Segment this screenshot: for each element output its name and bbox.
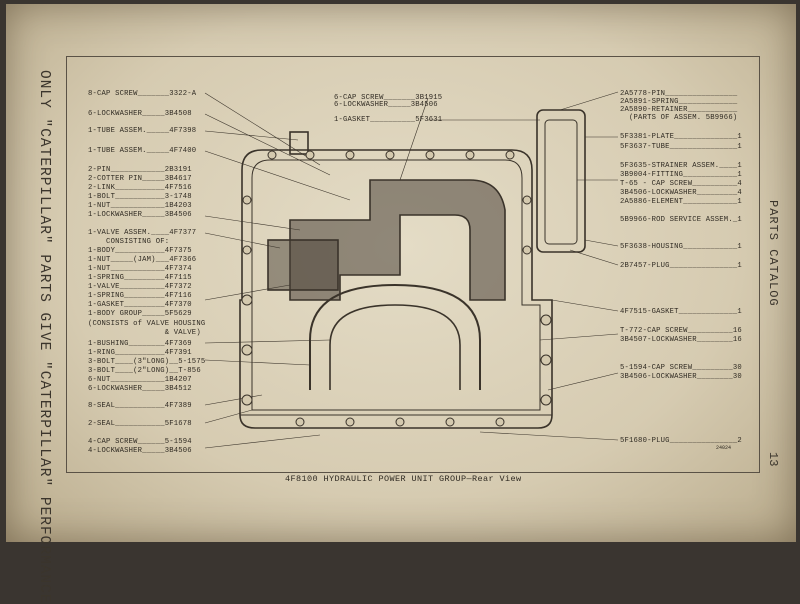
part-label: 1-SPRING_________4F7116 bbox=[88, 292, 192, 300]
part-label: CONSISTING OF: bbox=[88, 238, 170, 246]
part-label: 2-SEAL___________5F1678 bbox=[88, 420, 192, 428]
part-label: 4F7515-GASKET_____________1 bbox=[620, 308, 742, 316]
part-label: 3B4506-LOCKWASHER_________4 bbox=[620, 189, 742, 197]
part-label: 3B9004-FITTING____________1 bbox=[620, 171, 742, 179]
part-label: 1-BODY GROUP_____5F5629 bbox=[88, 310, 192, 318]
catalog-page bbox=[6, 4, 796, 542]
part-label: (PARTS OF ASSEM. 5B9966) bbox=[620, 114, 738, 122]
part-label: 1-BODY___________4F7375 bbox=[88, 247, 192, 255]
part-label: 4-CAP SCREW______5-1594 bbox=[88, 438, 192, 446]
hydraulic-unit-drawing bbox=[241, 109, 586, 427]
part-label: 1-VALVE ASSEM.____4F7377 bbox=[88, 229, 197, 237]
part-label: 1-BUSHING________4F7369 bbox=[88, 340, 192, 348]
part-label: 2-COTTER PIN_____3B4617 bbox=[88, 175, 192, 183]
part-label: 2B7457-PLUG_______________1 bbox=[620, 262, 742, 270]
part-label: 1-GASKET_________4F7370 bbox=[88, 301, 192, 309]
part-label: 1-SPRING_________4F7115 bbox=[88, 274, 192, 282]
part-label: 2A5778-PIN________________ bbox=[620, 90, 738, 98]
part-label: 5F3635-STRAINER ASSEM.____1 bbox=[620, 162, 742, 170]
page-frame bbox=[66, 56, 760, 473]
part-label: 1-VALVE__________4F7372 bbox=[88, 283, 192, 291]
part-label: 3-BOLT____(3"LONG)__5-1575 bbox=[88, 358, 206, 366]
part-label: 5F3381-PLATE______________1 bbox=[620, 133, 742, 141]
part-label: 2A5891-SPRING_____________ bbox=[620, 98, 738, 106]
part-label: 6-LOCKWASHER_____3B4512 bbox=[88, 385, 192, 393]
part-label: 5B9966-ROD SERVICE ASSEM._1 bbox=[620, 216, 742, 224]
part-label: 3B4507-LOCKWASHER________16 bbox=[620, 336, 742, 344]
part-label: 1-TUBE ASSEM._____4F7400 bbox=[88, 147, 197, 155]
part-label: T-772-CAP SCREW__________16 bbox=[620, 327, 742, 335]
part-label: 6-LOCKWASHER_____3B4506 bbox=[334, 101, 438, 109]
part-label: (CONSISTS of VALVE HOUSING bbox=[88, 320, 206, 328]
part-label: 5F3637-TUBE_______________1 bbox=[620, 143, 742, 151]
tube-fitting bbox=[289, 131, 309, 155]
part-label: 5F1680-PLUG_______________2 bbox=[620, 437, 742, 445]
part-label: 1-NUT____________1B4203 bbox=[88, 202, 192, 210]
part-label: 6-CAP SCREW_______3B1915 bbox=[334, 94, 443, 102]
part-label: 5-1594-CAP SCREW_________30 bbox=[620, 364, 742, 372]
strainer-housing bbox=[536, 109, 586, 253]
pump-arch bbox=[309, 283, 481, 390]
part-label: 8-SEAL___________4F7389 bbox=[88, 402, 192, 410]
part-label: 1-BOLT___________3-1748 bbox=[88, 193, 192, 201]
part-label: 1-GASKET__________5F3631 bbox=[334, 116, 443, 124]
part-label: T-65 - CAP SCREW__________4 bbox=[620, 180, 742, 188]
part-label: 1-LOCKWASHER_____3B4506 bbox=[88, 211, 192, 219]
part-label: 2-PIN____________2B3191 bbox=[88, 166, 192, 174]
part-label: 1-NUT____________4F7374 bbox=[88, 265, 192, 273]
part-label: 6-NUT____________1B4207 bbox=[88, 376, 192, 384]
part-label: 3B4506-LOCKWASHER________30 bbox=[620, 373, 742, 381]
part-label: 1-TUBE ASSEM._____4F7398 bbox=[88, 127, 197, 135]
internal-passage bbox=[289, 179, 506, 301]
part-label: 5F3638-HOUSING____________1 bbox=[620, 243, 742, 251]
housing-bolts bbox=[241, 150, 552, 427]
part-label: & VALVE) bbox=[88, 329, 201, 337]
figure-number: 24024 bbox=[716, 445, 732, 451]
part-label: 2A5886-ELEMENT____________1 bbox=[620, 198, 742, 206]
part-label: 2A5890-RETAINER___________ bbox=[620, 106, 738, 114]
part-label: 4-LOCKWASHER_____3B4506 bbox=[88, 447, 192, 455]
part-label: 1-RING___________4F7391 bbox=[88, 349, 192, 357]
part-label: 6-LOCKWASHER_____3B4508 bbox=[88, 110, 192, 118]
valve-assembly bbox=[267, 239, 339, 291]
part-label: 3-BOLT____(2"LONG)__T-856 bbox=[88, 367, 201, 375]
figure-caption: 4F8100 HYDRAULIC POWER UNIT GROUP—Rear V… bbox=[285, 474, 522, 484]
part-label: 2-LINK___________4F7516 bbox=[88, 184, 192, 192]
part-label: 1-NUT_____(JAM)___4F7366 bbox=[88, 256, 197, 264]
housing-inner bbox=[251, 159, 541, 411]
part-label: 8-CAP SCREW_______3322-A bbox=[88, 90, 197, 98]
